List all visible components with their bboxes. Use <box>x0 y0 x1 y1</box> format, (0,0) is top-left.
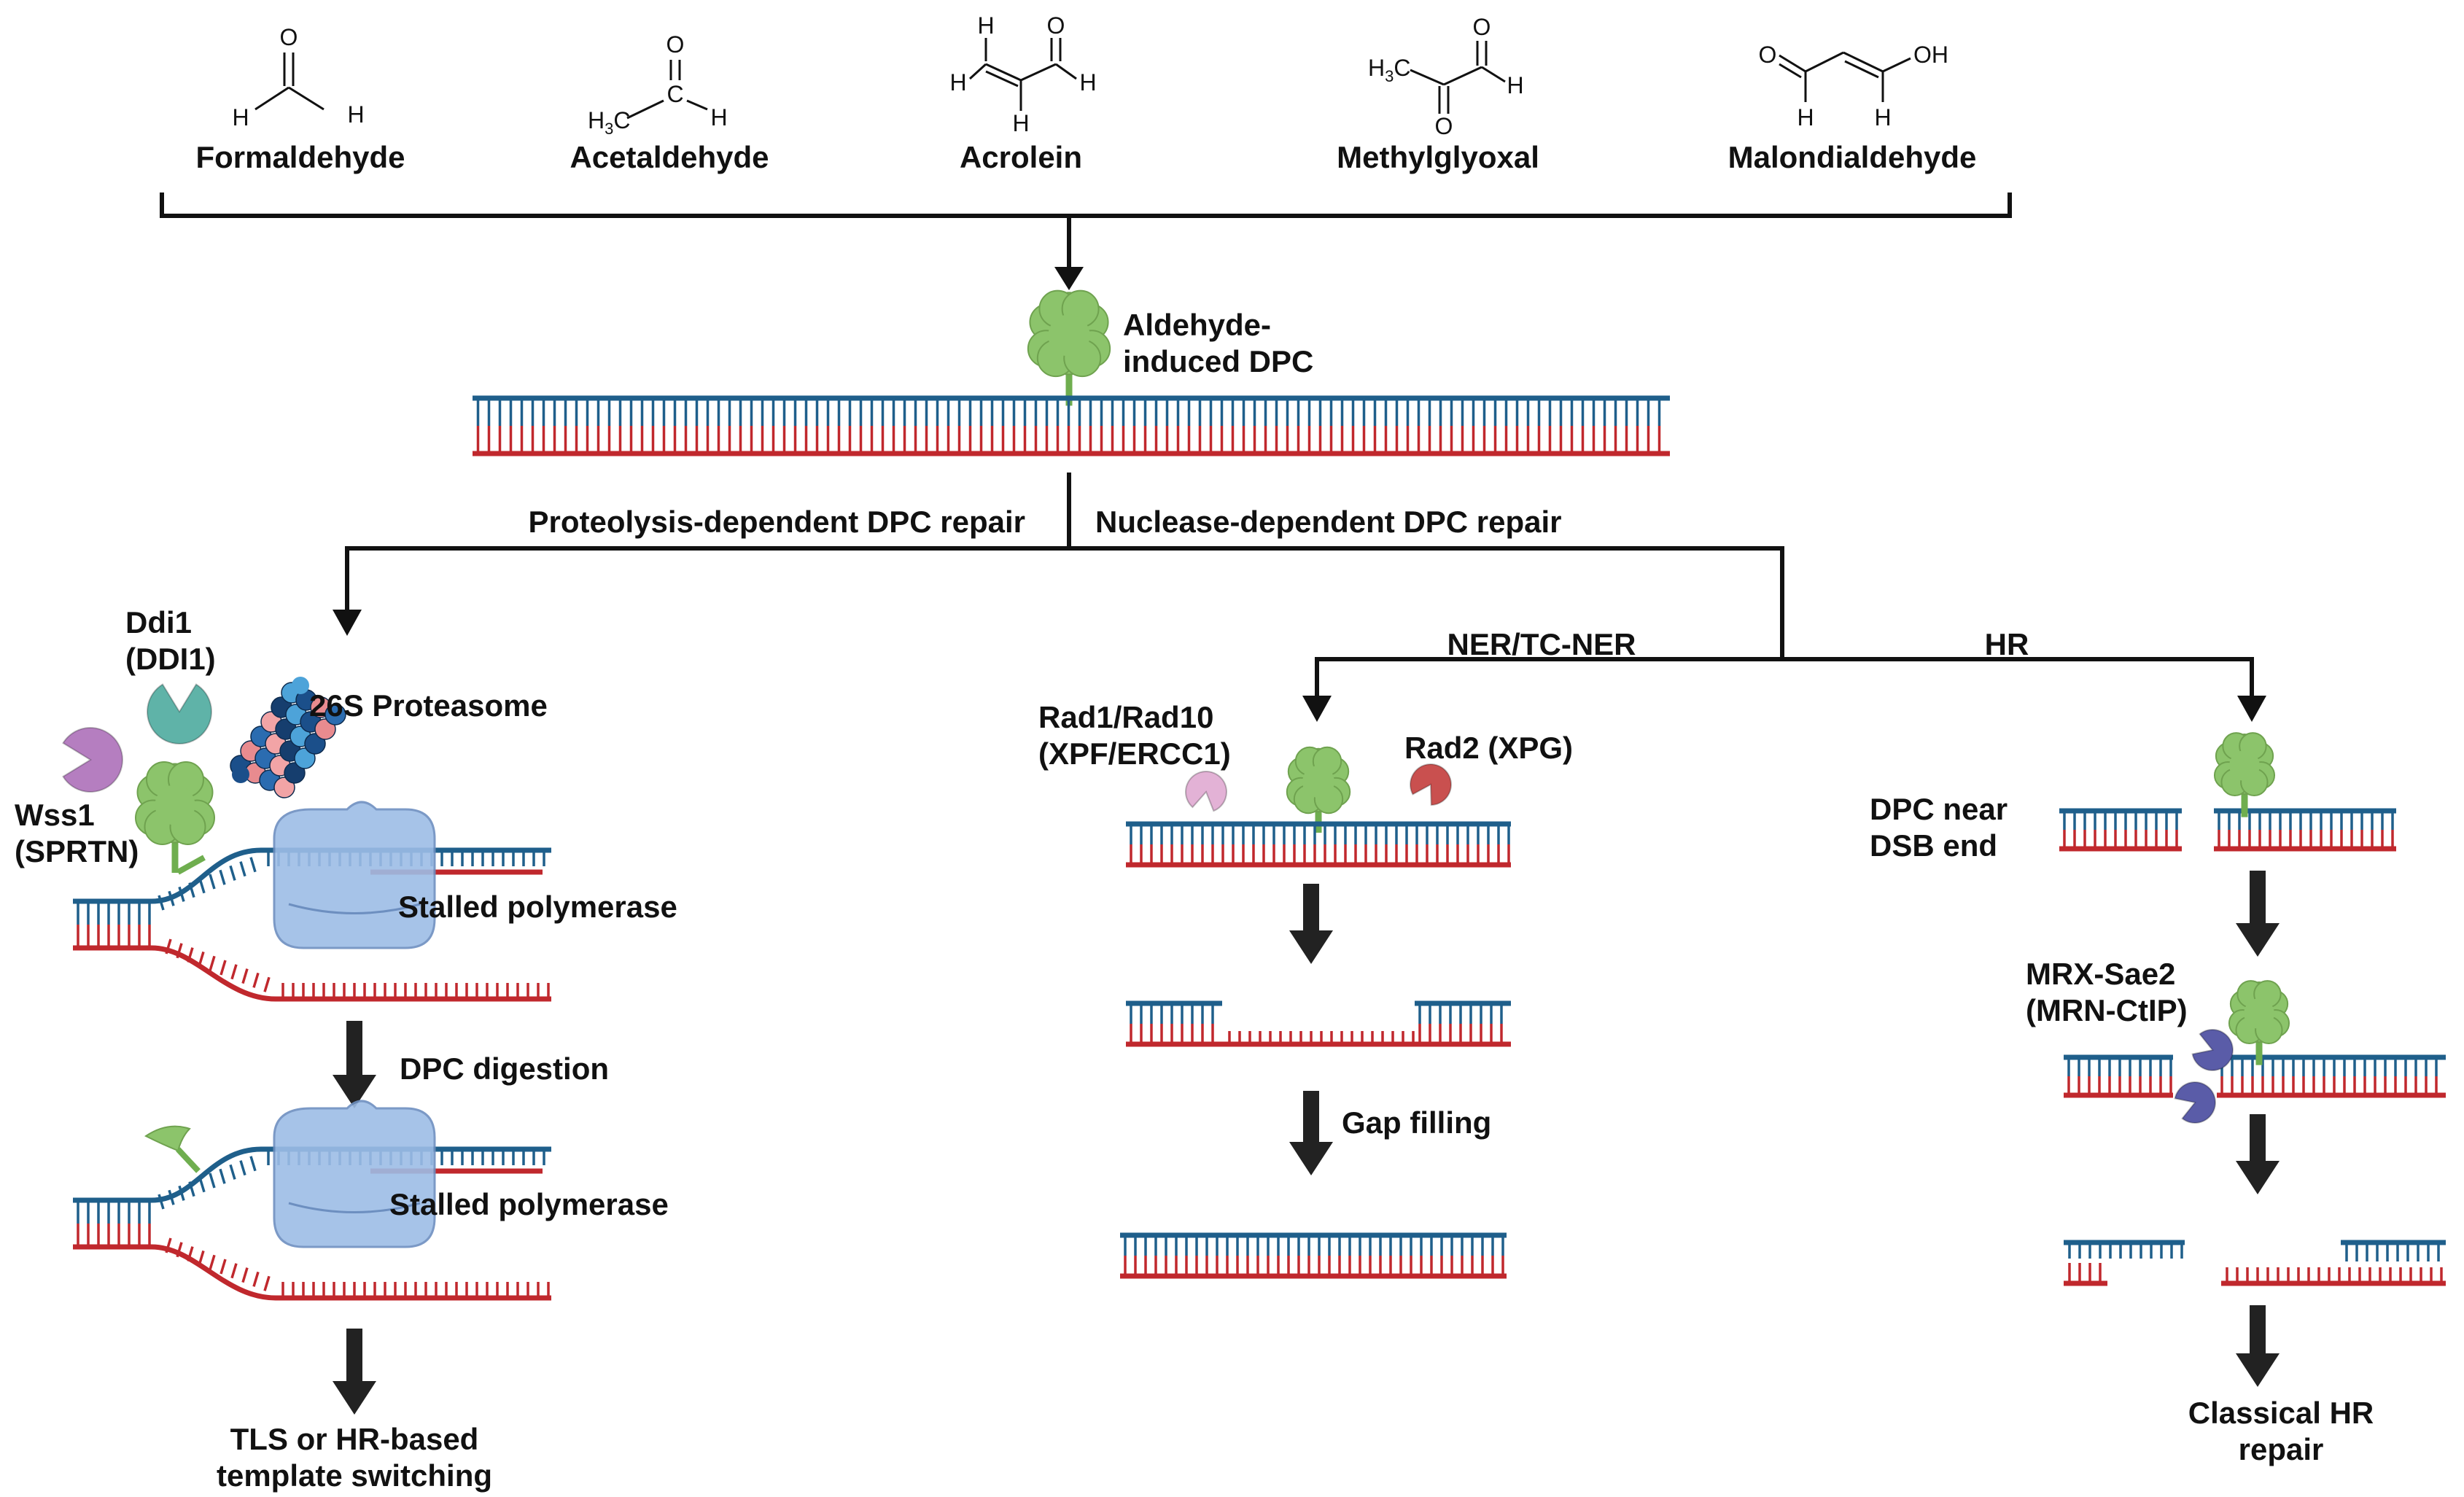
dna-resected-left <box>2064 1240 2185 1286</box>
rad2-protein-icon <box>1410 763 1452 806</box>
hr-branch: DPC near DSB end MRX-Sae2 (MRN-CtIP) Cla… <box>1870 732 2446 1466</box>
pathway-split-lines <box>333 473 2266 722</box>
atom-h: H <box>1507 72 1523 98</box>
atom-h: H <box>710 104 727 131</box>
malondialdehyde-label: Malondialdehyde <box>1728 140 1977 174</box>
dsb-label-line2: DSB end <box>1870 828 1997 863</box>
ddi1-protein-icon <box>147 683 212 744</box>
atom-c: C <box>666 81 683 107</box>
methylglyoxal-structure: O H3C H O Methylglyoxal <box>1337 14 1539 174</box>
atom-h: H <box>1874 104 1891 131</box>
dpc-protein-icon <box>135 761 215 875</box>
ner-pathway-label: NER/TC-NER <box>1447 627 1636 661</box>
dna-duplex-mrx-left <box>2064 1054 2173 1098</box>
dna-duplex-ner-substrate <box>1126 821 1511 868</box>
proteasome-label: 26S Proteasome <box>309 688 548 723</box>
ddi1-label-line2: (DDI1) <box>125 642 216 676</box>
hr-outcome-line1: Classical HR <box>2188 1396 2374 1430</box>
dpc-digestion-label: DPC digestion <box>400 1051 609 1086</box>
dpc-label-line1: Aldehyde- <box>1123 308 1271 342</box>
atom-h: H <box>977 12 994 39</box>
dsb-label-line1: DPC near <box>1870 792 2008 826</box>
tls-outcome-line2: template switching <box>217 1458 492 1493</box>
tls-outcome-line1: TLS or HR-based <box>230 1422 479 1456</box>
hr-outcome-line2: repair <box>2239 1432 2324 1466</box>
atom-h: H <box>949 69 966 96</box>
acetaldehyde-label: Acetaldehyde <box>570 140 769 174</box>
dpc-protein-icon <box>1286 746 1351 833</box>
proteolysis-pathway-label: Proteolysis-dependent DPC repair <box>529 505 1026 539</box>
dna-duplex-gapped <box>1126 1000 1511 1047</box>
rad1-label-line1: Rad1/Rad10 <box>1038 700 1213 734</box>
atom-h: H <box>1012 110 1029 136</box>
mrx-label-line2: (MRN-CtIP) <box>2026 993 2188 1027</box>
dna-duplex-central <box>473 395 1670 456</box>
atom-oh: OH <box>1913 42 1948 68</box>
ner-branch: Rad1/Rad10 (XPF/ERCC1) Rad2 (XPG) Gap fi… <box>1038 700 1573 1279</box>
hr-pathway-label: HR <box>1985 627 2029 661</box>
ddi1-label-line1: Ddi1 <box>125 605 192 639</box>
peptide-remnant-icon <box>144 1125 201 1173</box>
atom-h: H <box>1797 104 1814 131</box>
mrx-label-line1: MRX-Sae2 <box>2026 957 2175 991</box>
dna-duplex-repaired <box>1120 1232 1507 1279</box>
formaldehyde-label: Formaldehyde <box>195 140 405 174</box>
formaldehyde-structure: O H H Formaldehyde <box>195 24 405 174</box>
atom-o: O <box>280 24 298 50</box>
dpc-label-line2: induced DPC <box>1123 344 1313 378</box>
atom-o: O <box>1435 113 1453 139</box>
proteolysis-branch: Ddi1 (DDI1) Wss1 (SPRTN) 26S Proteasome … <box>15 605 677 1493</box>
atom-o: O <box>1047 12 1065 39</box>
polymerase-icon <box>273 801 436 949</box>
methylglyoxal-label: Methylglyoxal <box>1337 140 1539 174</box>
atom-h3c: H3C <box>1368 55 1410 85</box>
acetaldehyde-structure: O C H3C H Acetaldehyde <box>570 31 769 174</box>
stalled-polymerase-label-1: Stalled polymerase <box>398 890 677 924</box>
gap-filling-label: Gap filling <box>1342 1105 1491 1140</box>
atom-o: O <box>1759 42 1777 68</box>
aldehyde-bracket <box>160 193 2012 290</box>
wss1-protein-icon <box>62 727 123 793</box>
nuclease-pathway-label: Nuclease-dependent DPC repair <box>1095 505 1562 539</box>
dpc-protein-icon <box>2213 732 2276 817</box>
malondialdehyde-structure: O OH H H Malondialdehyde <box>1728 42 1977 174</box>
dna-resected-right <box>2221 1240 2446 1286</box>
atom-h3c: H3C <box>588 107 630 138</box>
atom-h: H <box>1079 69 1096 96</box>
rad1-label-line2: (XPF/ERCC1) <box>1038 736 1231 771</box>
atom-h: H <box>347 101 364 128</box>
dna-duplex-dsb-left <box>2059 808 2182 852</box>
polymerase-icon <box>273 1100 436 1248</box>
stalled-polymerase-label-2: Stalled polymerase <box>389 1187 669 1221</box>
atom-o: O <box>666 31 685 58</box>
dpc-protein-icon <box>2228 980 2290 1065</box>
rad1-rad10-protein-icon <box>1185 771 1227 812</box>
atom-o: O <box>1473 14 1491 40</box>
wss1-label-line1: Wss1 <box>15 798 95 832</box>
acrolein-label: Acrolein <box>960 140 1082 174</box>
dna-duplex-mrx-right <box>2217 1054 2446 1098</box>
rad2-label: Rad2 (XPG) <box>1404 731 1573 765</box>
dpc-protein-icon <box>1027 289 1111 406</box>
wss1-label-line2: (SPRTN) <box>15 834 139 868</box>
mrx-sae2-protein-icon <box>2174 1029 2234 1124</box>
acrolein-structure: H O H H H Acrolein <box>949 12 1096 174</box>
atom-h: H <box>232 104 249 131</box>
proteasome-icon <box>230 677 346 798</box>
